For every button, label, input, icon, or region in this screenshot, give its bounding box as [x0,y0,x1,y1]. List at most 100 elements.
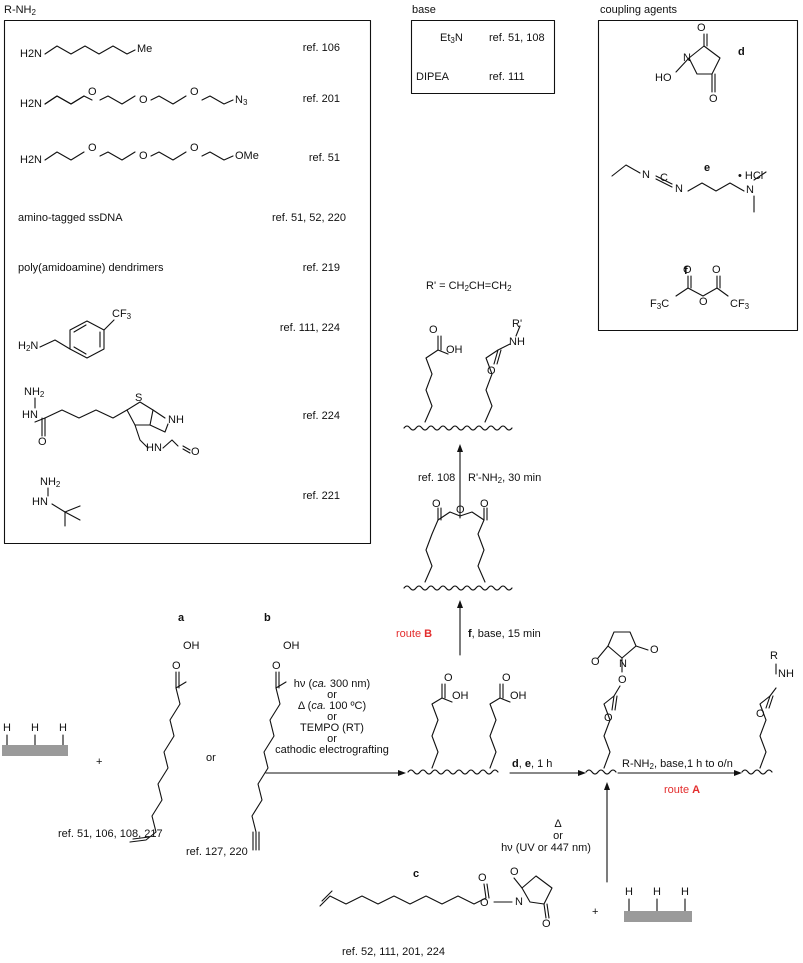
step-f: f, base, 15 min [468,628,541,640]
tfaa-f3c: F3C [650,298,670,311]
compound-b-letter: b [264,612,271,624]
undecenoic-acid-structure [129,671,187,843]
ref-benzylamine: ref. 111, 224 [279,322,340,334]
amide-surface-a-structure [759,663,777,769]
amide-b-r-prime: R' [512,318,523,330]
azido-o1: O [88,86,97,98]
nhs-n: N [683,52,691,64]
ref-tbh: ref. 221 [302,490,340,502]
grafting-condition-6: or [327,733,337,745]
nhs-ester-o4: O [604,712,613,724]
surface-wave-cooh [407,769,499,775]
grafting-arrowhead [398,770,406,776]
anhydride-o2: O [480,498,489,510]
refs-compound-c: ref. 52, 111, 201, 224 [342,946,445,958]
silicon-surface-bottom [624,911,692,922]
grafting-condition-4: or [327,711,337,723]
amide-a-nh: NH [778,668,794,680]
biotin-o1: O [38,436,47,448]
anhydride-o1: O [432,498,441,510]
grafting-condition-3: Δ (ca. 100 ºC) [297,700,367,712]
r-prime-definition: R' = CH2CH=CH2 [426,280,512,293]
nhs-ho: HO [655,72,672,84]
surface-wave-amide [741,769,773,775]
step-route-a: R-NH2, base,1 h to o/n [622,758,733,771]
c-nhs-o2: O [542,918,551,930]
route-a-label: route A [664,784,701,796]
cooh-o2: O [502,672,511,684]
undecynoic-acid-structure [251,671,287,851]
agent-d-letter: d [738,46,745,58]
grafting-condition-2: or [327,689,337,701]
refs-compound-b: ref. 127, 220 [186,846,248,858]
grafting-condition-1: hν (ca. 300 nm) [293,678,371,690]
h-label-3: H [59,722,67,734]
tbh-nh2: NH2 [40,476,61,489]
photo-condition-3: hν (UV or 447 nm) [501,842,591,854]
biotin-s: S [135,392,143,404]
h-label-4: H [625,886,633,898]
nhs-ester-surface-structure [597,631,649,769]
tfaa-o-bridge: O [699,296,708,308]
cooh-o1: O [444,672,453,684]
acid-a-o: O [172,660,181,672]
hexylamine-h2n: H2N [20,48,43,60]
step-de: d, e, 1 h [512,758,553,770]
base-panel-box [410,19,556,95]
h-label-1: H [3,722,11,734]
h-label-6: H [681,886,689,898]
amide-a-r: R [770,650,778,662]
nhs-ester-n: N [619,658,627,670]
benzylamine-cf3: CF3 [112,308,132,321]
hexylamine-me: Me [137,43,153,55]
c-ester-o2: O [480,897,489,909]
plus-sign-1: + [96,756,103,768]
biotin-nh2: NH2 [24,386,45,399]
methoxy-peg-chain [44,151,234,161]
ref-methoxy-peg: ref. 51 [308,152,340,164]
refs-compound-a: ref. 51, 106, 108, 217 [58,828,163,840]
tfaa-structure [675,275,729,297]
nhs-ester-o3: O [618,674,627,686]
photo-condition-1: Δ [554,818,562,830]
edc-c: C [660,172,668,184]
surface-wave-b [403,425,513,431]
biotin-hn: HN [22,409,38,421]
nhs-ester-o1: O [591,656,600,668]
ref-hexylamine: ref. 106 [302,42,340,54]
amide-b-o: O [429,324,438,336]
surface-wave-nhs [585,769,617,775]
amine-panel-box [3,19,372,545]
hexylamine-structure [44,45,136,55]
dendrimer-name: poly(amidoamine) dendrimers [18,262,164,274]
silicon-surface-left [2,745,68,756]
azido-o3: O [190,86,199,98]
acid-b-o: O [272,660,281,672]
ref-et3n: ref. 51, 108 [489,32,545,44]
ref-azido-peg: ref. 201 [302,93,340,105]
grafting-condition-5: TEMPO (RT) [300,722,364,734]
cooh-oh1: OH [452,690,469,702]
c-nhs-o1: O [510,866,519,878]
route-b-arrowhead [457,600,463,608]
route-a-arrowhead [734,770,742,776]
ssdna-name: amino-tagged ssDNA [18,212,123,224]
base-dipea: DIPEA [416,71,450,83]
biotin-o2: O [191,446,200,458]
edc-n3: N [746,184,754,196]
nhs-o-top: O [697,22,706,34]
photo-arrowhead [604,782,610,790]
base-panel-title: base [412,4,436,16]
nhs-o-bottom: O [709,93,718,105]
anhydride-o-bridge: O [456,504,465,516]
methoxy-o2: O [139,150,148,162]
agent-e-letter: e [704,162,711,174]
edc-n2: N [675,183,683,195]
tert-butylhydrazine-structure [47,487,81,527]
agent-f-letter: f [684,265,688,277]
anhydride-surface-structure [424,507,488,583]
tfaa-o1: O [683,264,692,276]
surface-wave-anhydride [403,585,513,591]
nhs-undecenoate-structure [319,875,553,919]
amide-a-o: O [756,708,765,720]
